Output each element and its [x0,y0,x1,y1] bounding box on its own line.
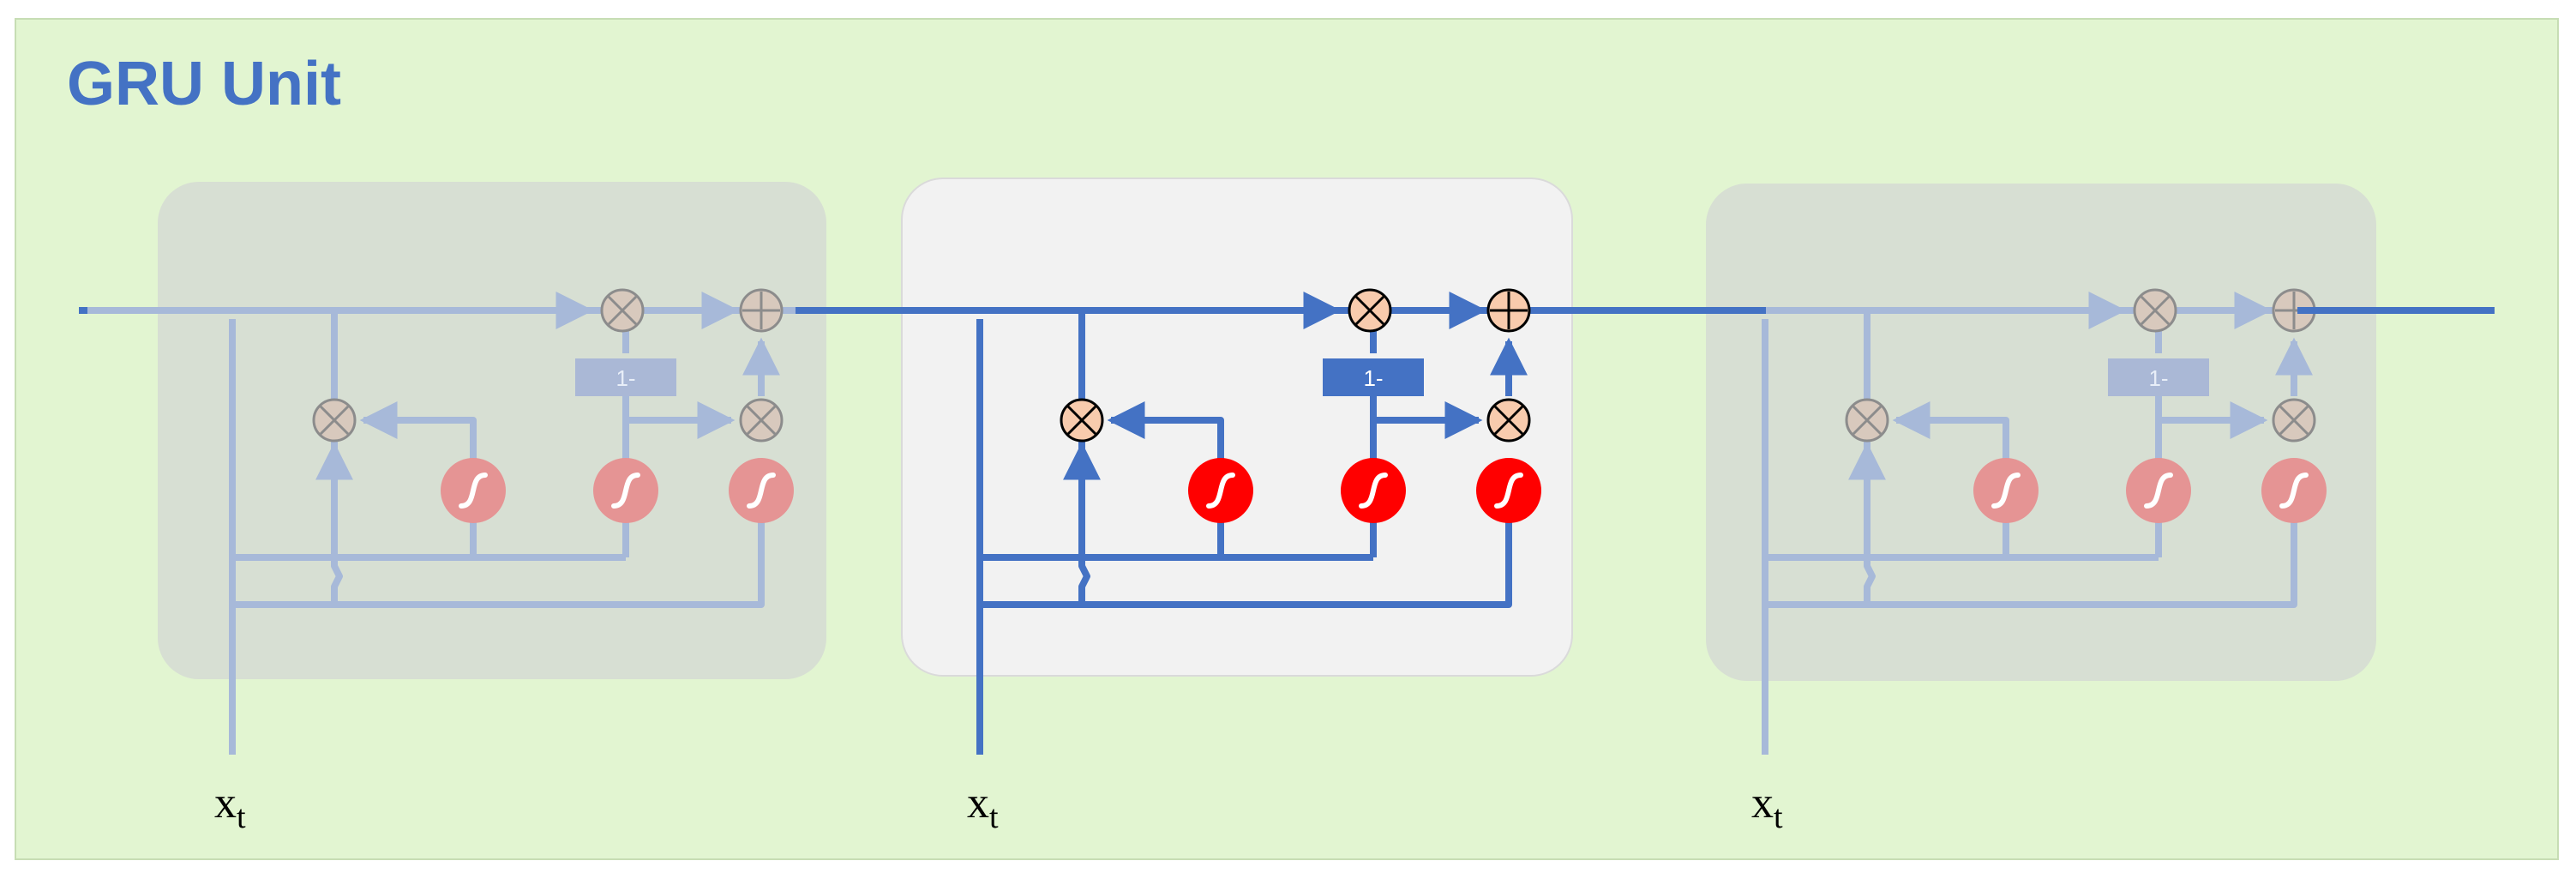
sigmoid-icon [2279,473,2309,509]
multiply-icon [1066,405,1097,436]
multiply-icon [746,405,777,436]
sigmoid-icon [747,473,776,509]
input-label-subscript: t [989,799,999,835]
one-minus-box [575,358,676,396]
input-label-main: x [1751,779,1774,828]
sigmoid-icon [1359,473,1388,509]
multiply-icon [1852,405,1882,436]
multiply-icon [2279,405,2309,436]
cell-box-current [901,178,1573,677]
multiply-icon [607,295,638,326]
one-minus-label: 1- [2148,365,2168,391]
diagram-title: GRU Unit [67,50,341,118]
input-bus-lower [232,516,765,608]
gru-cell-current: 1- [832,288,1543,755]
one-minus-box [1323,358,1424,396]
sigmoid-icon [1991,473,2021,509]
input-label-next: xt [1751,779,1783,835]
add-icon [742,292,780,329]
add-icon [1490,292,1528,329]
multiply-icon [2140,295,2171,326]
multiply-icon [1493,405,1524,436]
one-minus-label: 1- [1363,365,1383,391]
input-label-current: xt [967,779,999,835]
input-label-main: x [214,779,237,828]
gru-cell-previous: 1- [84,288,796,755]
input-label-main: x [967,779,989,828]
input-bus-lower [980,516,1512,608]
sigmoid-icon [1494,473,1523,509]
input-label-previous: xt [214,779,246,835]
sigmoid-icon [611,473,640,509]
sigmoid-icon [459,473,488,509]
input-label-subscript: t [1774,799,1783,835]
sigmoid-icon [1206,473,1235,509]
one-minus-label: 1- [615,365,635,391]
gru-cell-next: 1- [1617,288,2328,755]
sigmoid-icon [2144,473,2173,509]
multiply-icon [319,405,350,436]
multiply-icon [1354,295,1385,326]
one-minus-box [2108,358,2209,396]
input-bus-lower [1765,516,2297,608]
input-label-subscript: t [237,799,246,835]
